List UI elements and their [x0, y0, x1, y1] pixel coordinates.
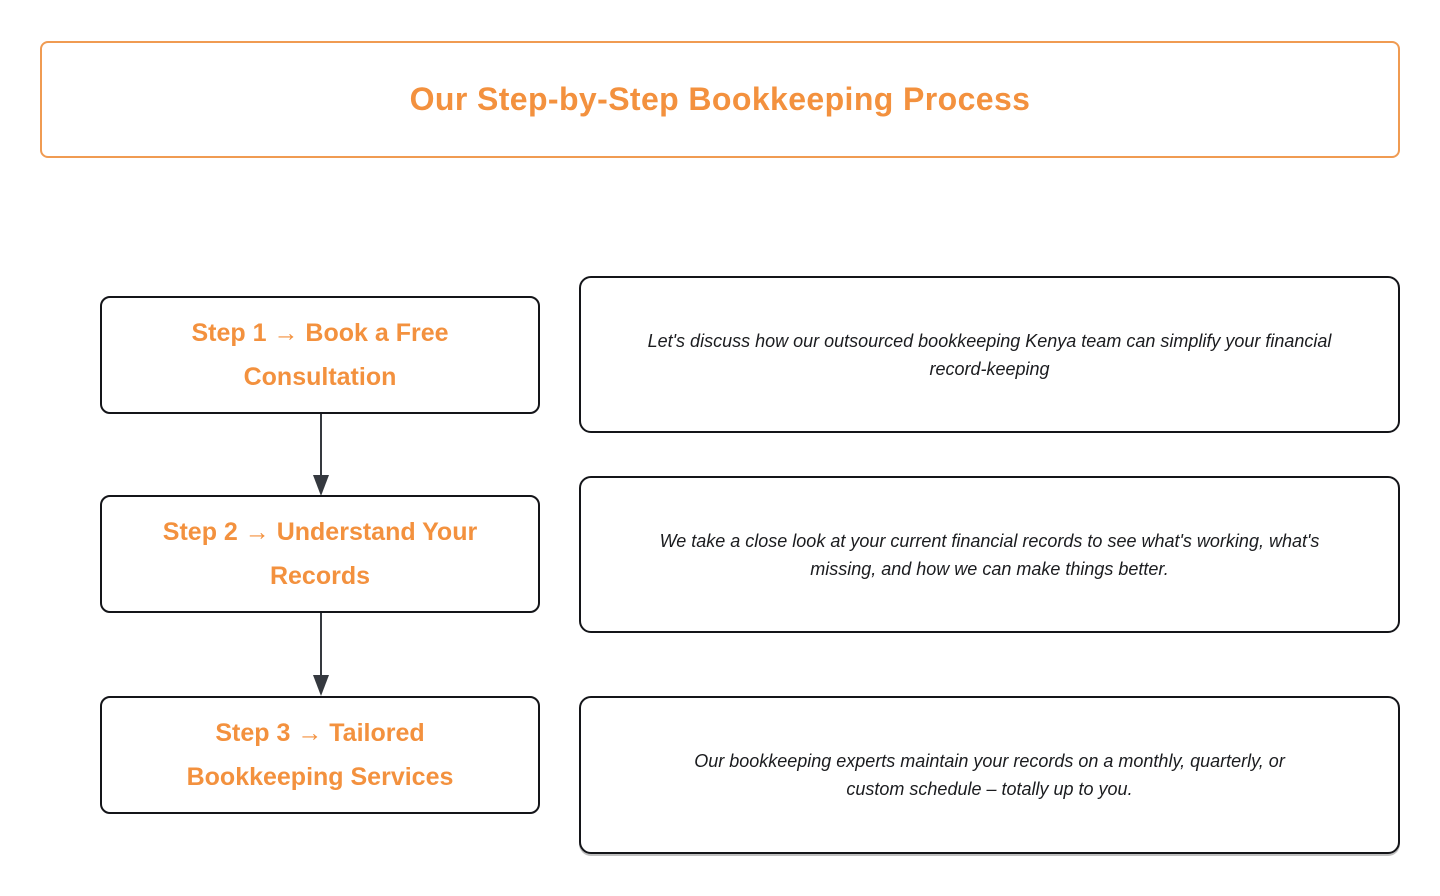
page-title: Our Step-by-Step Bookkeeping Process: [409, 81, 1031, 117]
step-3-box: Step 3 → Tailored Bookkeeping Services: [100, 696, 540, 814]
step-2-description-line-2: missing, and how we can make things bett…: [810, 558, 1169, 579]
step-1-description-line-2: record-keeping: [929, 358, 1050, 379]
step-3-label-line-1: Step 3 → Tailored: [215, 719, 425, 747]
step-2-label-line-2: Records: [269, 562, 371, 590]
step-1-box: Step 1 → Book a Free Consultation: [100, 296, 540, 414]
step-1-label-line-2: Consultation: [243, 363, 397, 391]
step-1-description-box: Let's discuss how our outsourced bookkee…: [579, 276, 1400, 433]
arrow-down-icon: [313, 414, 329, 496]
process-title-box: Our Step-by-Step Bookkeeping Process: [40, 41, 1400, 158]
step-3-description-box: Our bookkeeping experts maintain your re…: [579, 696, 1400, 854]
step-2-label-line-1: Step 2 → Understand Your: [162, 518, 478, 546]
arrow-down-icon: [313, 613, 329, 696]
step-2-box: Step 2 → Understand Your Records: [100, 495, 540, 613]
step-1-description-line-1: Let's discuss how our outsourced bookkee…: [647, 330, 1332, 351]
step-3-description-line-1: Our bookkeeping experts maintain your re…: [694, 751, 1285, 771]
step-3-description-line-2: custom schedule – totally up to you.: [846, 779, 1133, 799]
step-1-label-line-1: Step 1 → Book a Free: [191, 319, 449, 347]
step-2-description-box: We take a close look at your current fin…: [579, 476, 1400, 633]
step-3-label-line-2: Bookkeeping Services: [186, 763, 454, 791]
step-2-description-line-1: We take a close look at your current fin…: [659, 530, 1320, 551]
